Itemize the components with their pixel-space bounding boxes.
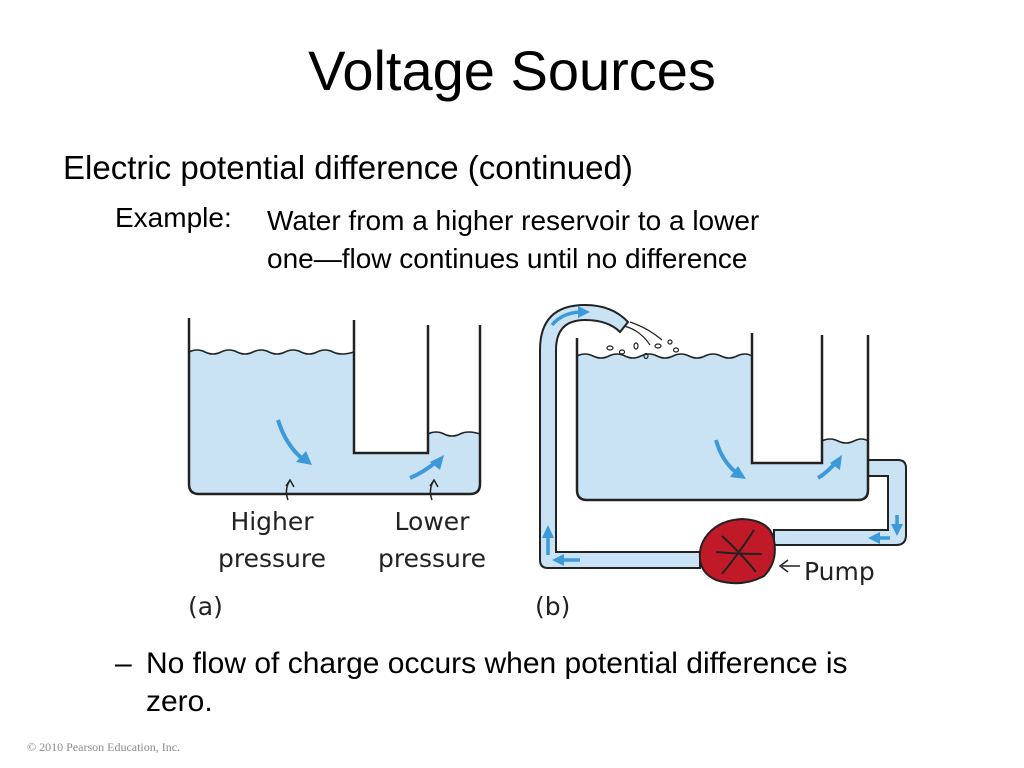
flow-arrowhead-up-a — [430, 455, 444, 470]
splash-drops — [606, 321, 680, 360]
copyright-notice: © 2010 Pearson Education, Inc. — [27, 740, 181, 754]
container-a — [187, 318, 482, 496]
partition-b — [750, 333, 824, 465]
example-label: Example: — [115, 202, 232, 233]
lower-pressure-label-2: pressure — [378, 544, 486, 573]
flow-arrowhead-up-b — [830, 455, 842, 470]
surface-right-b — [821, 438, 869, 444]
reservoir-figure: Higher pressure Lower pressure (a) — [187, 303, 907, 621]
flow-arrowhead-top-b — [578, 306, 590, 318]
container-b — [575, 335, 870, 502]
sub-bullet-text: No flow of charge occurs when potential … — [146, 645, 966, 721]
bullet-dash: – — [115, 647, 132, 680]
example-line-1: Water from a higher reservoir to a lower — [267, 205, 760, 236]
example-line-2: one—flow continues until no difference — [267, 243, 748, 274]
flow-arrowhead-return2-b — [868, 532, 880, 544]
panel-b-label: (b) — [535, 592, 570, 621]
panel-a-label: (a) — [188, 592, 223, 621]
panel-a: Higher pressure Lower pressure (a) — [187, 318, 486, 621]
flow-arrowhead-bottom-b — [552, 554, 564, 566]
flow-arrow-top-b — [550, 310, 581, 327]
lower-pressure-label-1: Lower — [395, 507, 471, 536]
slide-title: Voltage Sources — [308, 39, 716, 102]
sub-bullet-line-2: zero. — [146, 685, 213, 718]
higher-pressure-label-1: Higher — [230, 507, 314, 536]
higher-pressure-label-2: pressure — [218, 544, 326, 573]
example-text: Water from a higher reservoir to a lower… — [267, 202, 907, 278]
panel-b: Pump (b) — [535, 303, 907, 621]
pump-icon — [698, 517, 776, 585]
partition-a — [352, 320, 430, 455]
flow-arrowhead-down-b — [730, 466, 746, 479]
main-bullet: Electric potential difference (continued… — [63, 149, 633, 186]
water-b — [577, 354, 868, 500]
flow-arrowhead-return-b — [891, 524, 903, 536]
pump-pointer — [778, 559, 800, 573]
pump-label: Pump — [804, 557, 875, 586]
flow-arrowhead-down-a — [296, 451, 312, 465]
water-a — [189, 350, 480, 494]
surface-left-a — [188, 349, 355, 355]
pointer-lower — [429, 478, 439, 501]
pointer-higher — [285, 478, 295, 501]
flow-arrowhead-left-b — [542, 525, 554, 538]
sub-bullet-line-1: No flow of charge occurs when potential … — [146, 647, 848, 680]
pipe-b — [539, 303, 701, 569]
surface-left-b — [576, 353, 753, 359]
surface-right-a — [427, 431, 481, 437]
